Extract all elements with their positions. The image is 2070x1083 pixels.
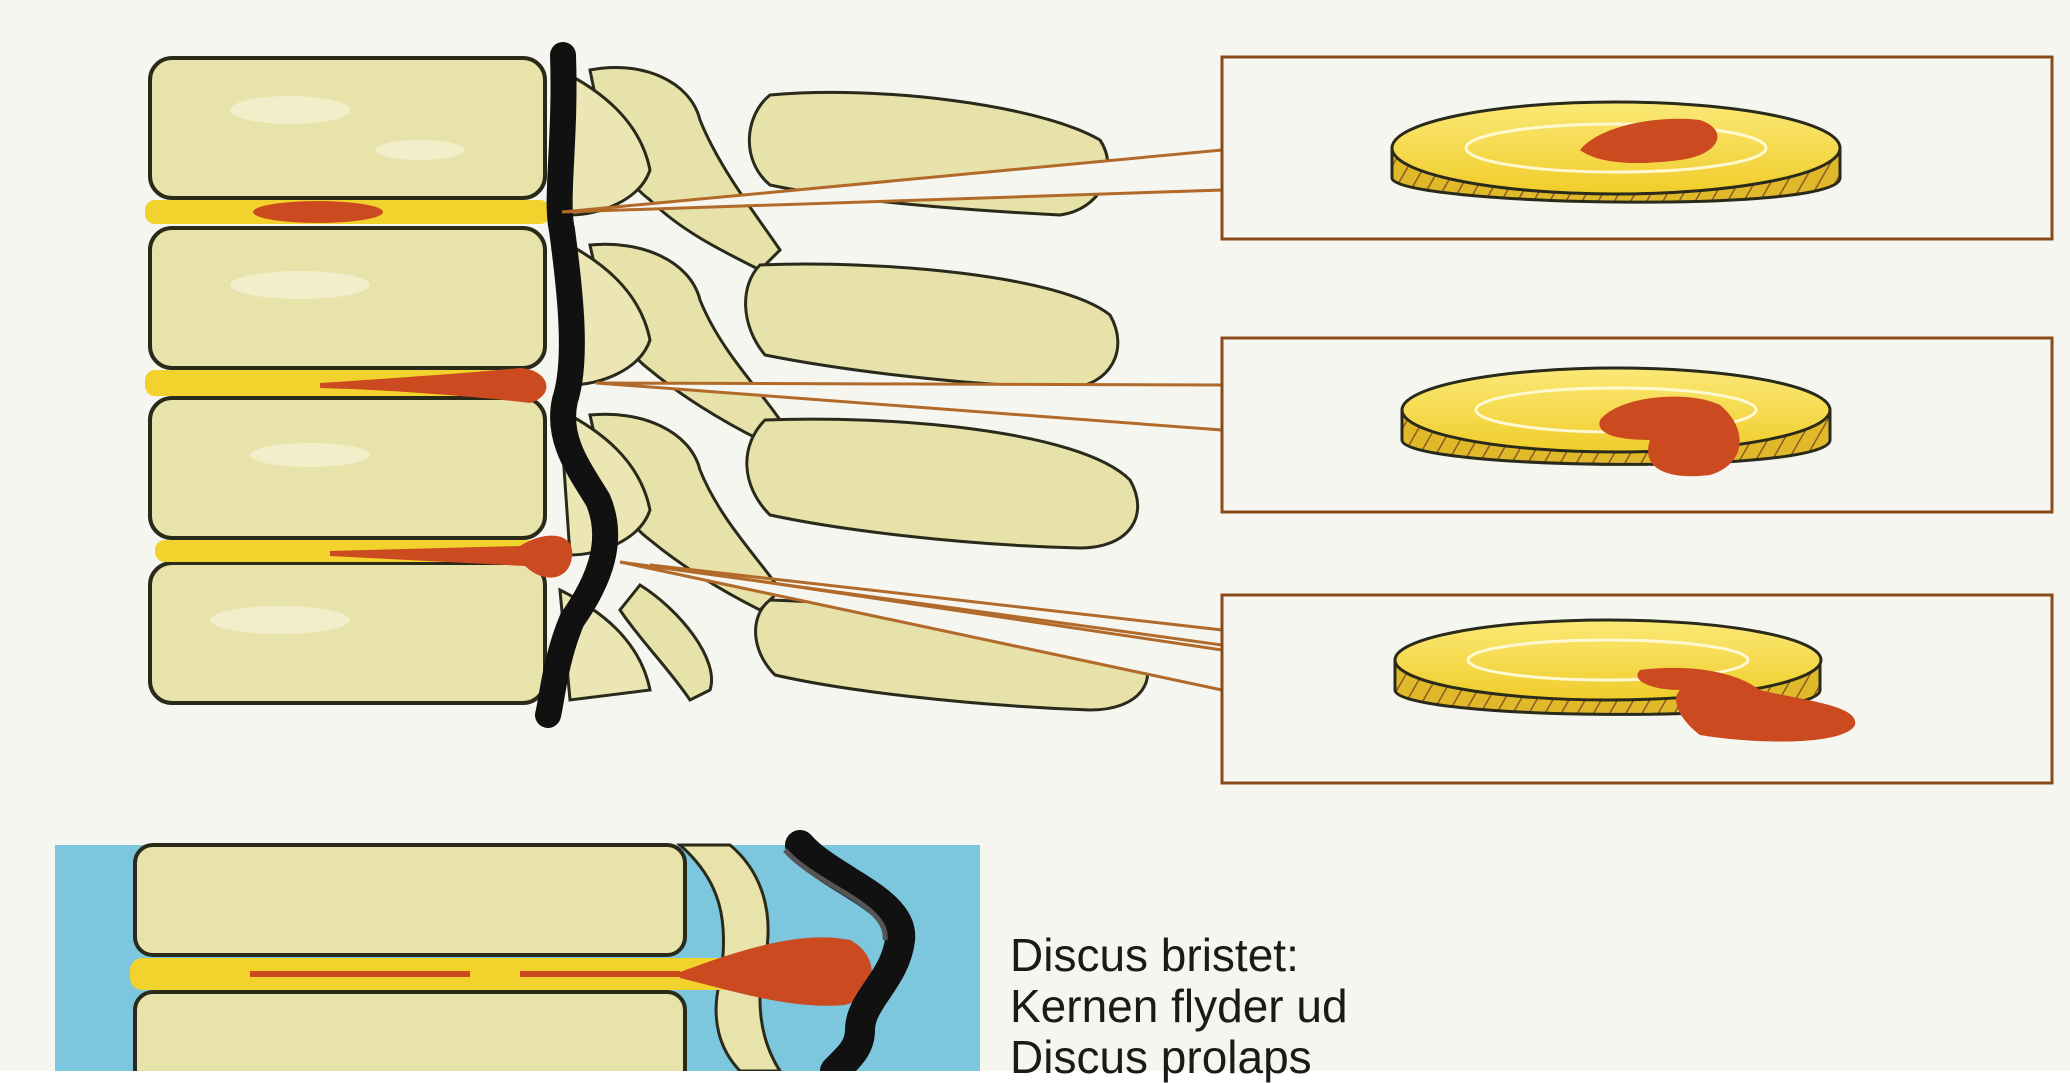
prolapse-cross-section [55,845,980,1071]
vertebra-3 [150,398,545,538]
vertebra-1 [150,58,545,198]
disc-model-intact [1392,102,1840,202]
vertebra-4 [150,563,545,703]
caption-line-diagnosis: Discus prolaps [1010,1032,1610,1083]
vertebra-2 [150,228,545,368]
caption-line-description: Kernen flyder ud [1010,981,1610,1032]
caption-block: Discus bristet: Kernen flyder ud Discus … [1010,930,1610,1083]
caption-line-title: Discus bristet: [1010,930,1610,981]
